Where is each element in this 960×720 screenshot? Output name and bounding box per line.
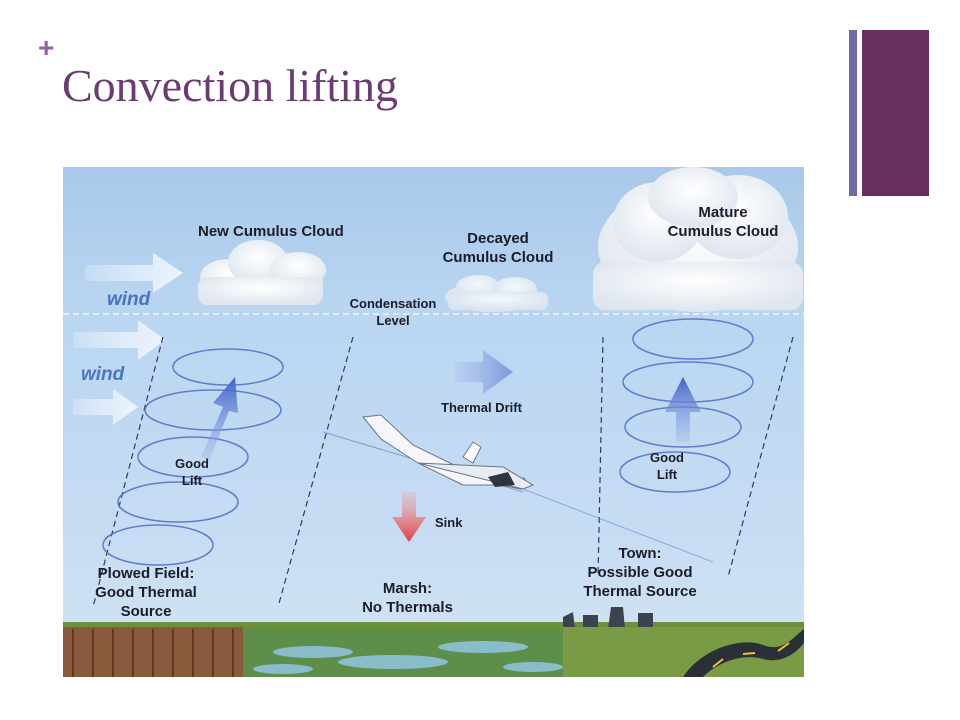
label-mature-cloud-line1: Mature — [698, 204, 748, 221]
cloud-icon — [198, 240, 326, 305]
label-town-line3: Thermal Source — [583, 583, 697, 600]
label-good-lift-right-line1: Good — [650, 450, 684, 465]
label-good-lift-left: Good Lift — [167, 455, 217, 489]
glider-icon — [322, 414, 714, 563]
label-plowed-line2: Good Thermal — [95, 584, 197, 601]
wind-arrow-icon — [73, 253, 183, 425]
cloud-icon — [445, 275, 548, 312]
label-decayed-cloud: Decayed Cumulus Cloud — [438, 229, 558, 267]
drift-arrow-icon — [455, 350, 513, 394]
convection-diagram: New Cumulus Cloud Decayed Cumulus Cloud … — [63, 167, 804, 677]
label-plowed-line3: Source — [120, 603, 172, 620]
label-wind-upper: wind — [107, 289, 151, 310]
cloud-icon — [593, 167, 803, 312]
label-good-lift-right: Good Lift — [642, 449, 692, 483]
label-decayed-cloud-line1: Decayed — [467, 230, 529, 247]
label-thermal-drift: Thermal Drift — [441, 400, 522, 415]
label-wind-lower: wind — [81, 364, 125, 385]
ground — [63, 607, 804, 677]
sink-arrow-icon — [392, 492, 426, 542]
label-condensation-line1: Condensation — [349, 296, 437, 311]
label-good-lift-left-line1: Good — [175, 456, 209, 471]
lift-arrow-icon — [201, 377, 238, 461]
label-mature-cloud-line2: Cumulus Cloud — [667, 223, 779, 240]
decorative-bar-thick — [862, 30, 929, 196]
label-condensation-line2: Level — [376, 313, 410, 328]
label-town: Town: Possible Good Thermal Source — [575, 544, 705, 601]
label-town-line2: Possible Good — [587, 564, 693, 581]
label-marsh-line1: Marsh: — [382, 580, 433, 597]
label-decayed-cloud-line2: Cumulus Cloud — [442, 249, 554, 266]
diagram-art — [63, 167, 804, 677]
label-plowed-field: Plowed Field: Good Thermal Source — [81, 564, 211, 621]
label-mature-cloud: Mature Cumulus Cloud — [663, 203, 783, 241]
label-new-cloud: New Cumulus Cloud — [198, 223, 344, 240]
label-good-lift-left-line2: Lift — [181, 473, 203, 488]
bullet-plus: + — [38, 32, 55, 63]
label-town-line1: Town: — [618, 545, 662, 562]
lift-arrow-icon — [665, 377, 701, 442]
label-marsh-line2: No Thermals — [362, 599, 453, 616]
label-marsh: Marsh: No Thermals — [345, 579, 470, 617]
label-good-lift-right-line2: Lift — [656, 467, 678, 482]
label-condensation-level: Condensation Level — [341, 295, 445, 329]
slide-title: Convection lifting — [62, 60, 399, 111]
label-plowed-line1: Plowed Field: — [97, 565, 195, 582]
decorative-bar-thin — [849, 30, 857, 196]
label-sink: Sink — [435, 515, 463, 530]
